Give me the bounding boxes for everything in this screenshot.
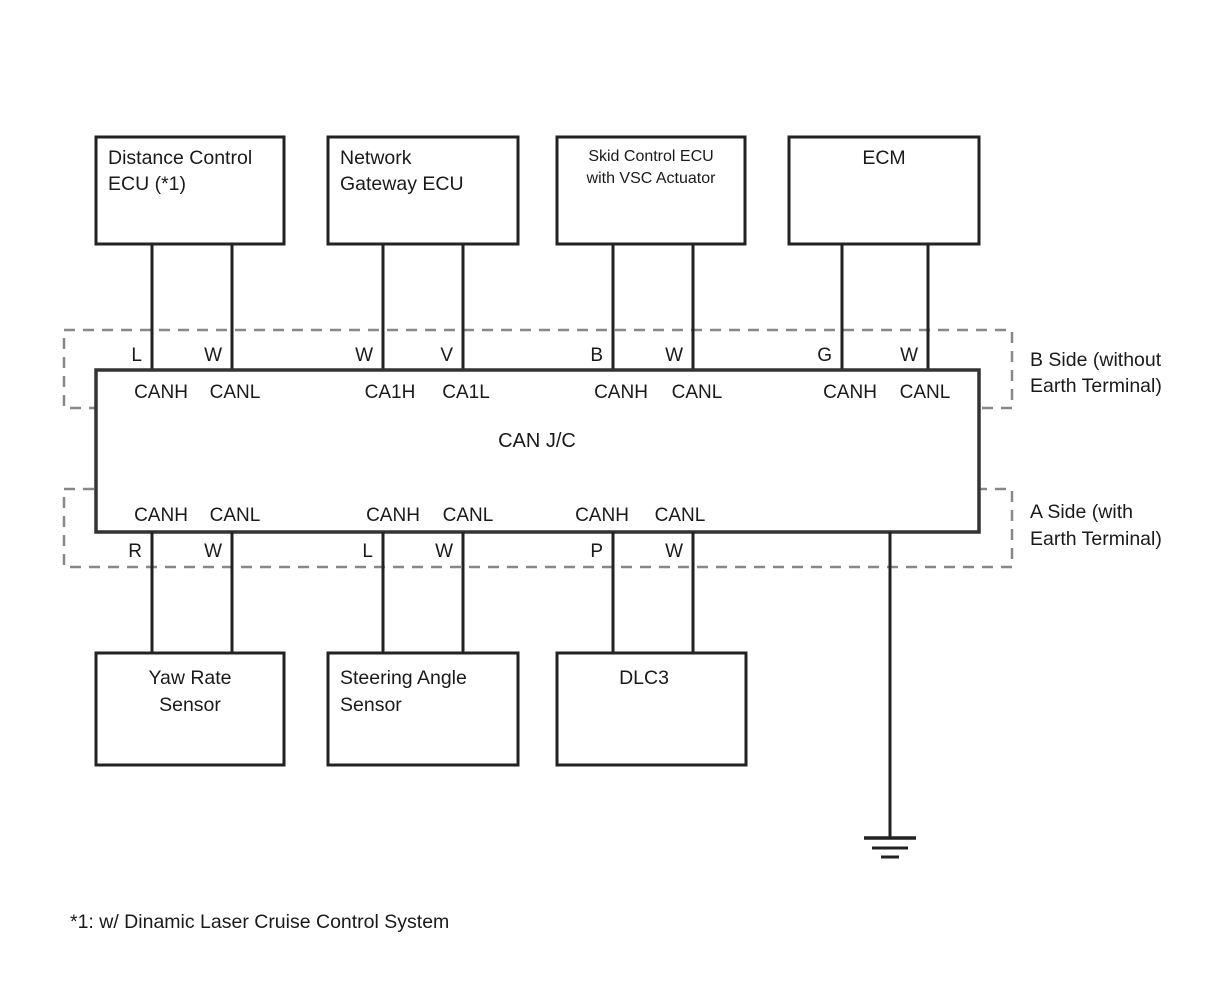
unit-label-network-gateway-ecu-line2: Gateway ECU (340, 173, 464, 195)
pin-label-a-0: CANH (134, 505, 188, 526)
wire-color-b-4: B (590, 345, 603, 366)
b-side-label-line1: B Side (without (1030, 349, 1162, 371)
pin-label-a-5: CANL (655, 505, 706, 526)
b-side-label-line2: Earth Terminal) (1030, 375, 1162, 397)
pin-label-b-6: CANH (823, 382, 877, 403)
unit-label-steering-angle-sensor-line1: Steering Angle (340, 667, 467, 689)
unit-label-skid-control-ecu-line2: with VSC Actuator (586, 170, 717, 187)
pin-label-a-4: CANH (575, 505, 629, 526)
pin-label-b-0: CANH (134, 382, 188, 403)
unit-label-distance-control-ecu-line1: Distance Control (108, 147, 252, 169)
pin-label-b-1: CANL (210, 382, 261, 403)
pin-label-b-5: CANL (672, 382, 723, 403)
pin-label-a-3: CANL (443, 505, 494, 526)
pin-label-b-4: CANH (594, 382, 648, 403)
wire-color-b-0: L (131, 345, 142, 366)
wire-color-b-6: G (817, 345, 832, 366)
footnote-text: *1: w/ Dinamic Laser Cruise Control Syst… (70, 911, 449, 933)
unit-label-network-gateway-ecu-line1: Network (340, 147, 412, 169)
unit-box-network-gateway-ecu[interactable] (326, 135, 520, 246)
unit-label-steering-angle-sensor-line2: Sensor (340, 694, 402, 716)
unit-box-yaw-rate-sensor[interactable] (94, 651, 286, 767)
wire-color-b-7: W (900, 345, 918, 366)
unit-label-yaw-rate-sensor-line1: Yaw Rate (148, 667, 231, 689)
pin-label-b-2: CA1H (365, 382, 416, 403)
pin-label-b-7: CANL (900, 382, 951, 403)
unit-box-dlc3[interactable] (555, 651, 748, 767)
unit-box-skid-control-ecu[interactable] (555, 135, 747, 246)
wire-color-a-4: P (590, 541, 603, 562)
unit-label-distance-control-ecu-line2: ECU (*1) (108, 173, 186, 195)
can-jc-label: CAN J/C (498, 430, 576, 452)
a-side-label-line2: Earth Terminal) (1030, 528, 1162, 550)
wire-color-a-1: W (204, 541, 222, 562)
wire-color-a-2: L (362, 541, 373, 562)
unit-box-distance-control-ecu[interactable] (94, 135, 286, 246)
unit-box-ecm[interactable] (787, 135, 981, 246)
wire-color-a-5: W (665, 541, 683, 562)
wire-color-b-1: W (204, 345, 222, 366)
wire-color-b-5: W (665, 345, 683, 366)
wire-color-b-2: W (355, 345, 373, 366)
wire-color-a-0: R (128, 541, 142, 562)
pin-label-b-3: CA1L (442, 382, 490, 403)
unit-label-ecm-line1: ECM (862, 147, 905, 169)
unit-label-yaw-rate-sensor-line2: Sensor (159, 694, 221, 716)
a-side-label-line1: A Side (with (1030, 501, 1133, 523)
can-jc-box[interactable] (94, 368, 981, 534)
pin-label-a-2: CANH (366, 505, 420, 526)
unit-label-dlc3-line1: DLC3 (619, 667, 669, 689)
unit-label-skid-control-ecu-line1: Skid Control ECU (588, 148, 713, 165)
unit-box-steering-angle-sensor[interactable] (326, 651, 520, 767)
pin-label-a-1: CANL (210, 505, 261, 526)
wire-color-b-3: V (440, 345, 453, 366)
wire-color-a-3: W (435, 541, 453, 562)
